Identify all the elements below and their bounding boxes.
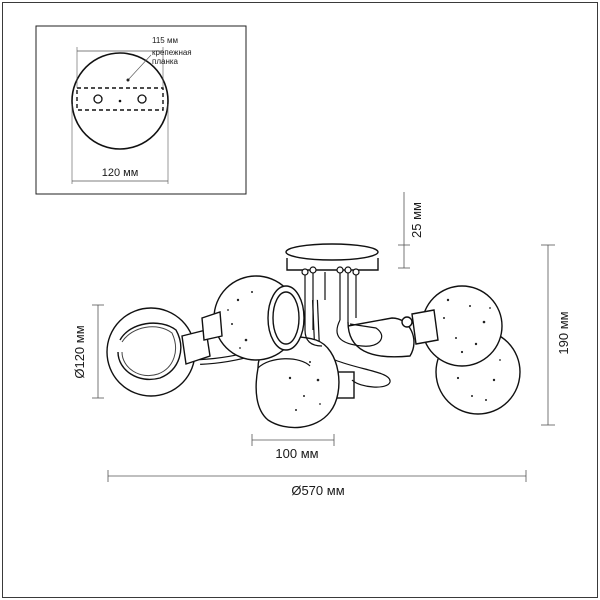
shade-depth-label: 100 мм [275,446,318,461]
dimension-lines [92,192,555,482]
inset-border [35,25,247,195]
plate-name-label-2: планка [152,57,179,66]
total-height-label: 190 мм [556,311,571,354]
disc-diameter-label: 120 мм [102,167,139,179]
shade-diameter-label: Ø120 мм [72,325,87,378]
arm-hook-center [336,319,383,347]
socket-right [411,309,439,345]
rods [301,266,360,347]
center-mark [118,99,122,103]
socket-left [181,329,211,365]
mounting-plate [76,87,164,111]
mounting-hole-left [93,94,103,104]
plate-name-label-1: крепежная [152,48,192,57]
overall-diameter-label: Ø570 мм [291,483,344,498]
arm-loop-front [334,359,391,388]
canopy-inset: 115 мм крепежная планка 120 мм [35,25,247,195]
lamp-drawing [106,243,521,429]
shade-back-left-opening [267,285,305,351]
socket-back-left [201,311,223,341]
mounting-hole-right [137,94,147,104]
glass-speckles [227,291,501,411]
canopy-top [285,243,379,261]
canopy-side [286,258,379,271]
plate-width-label: 115 мм [152,36,178,45]
shade-left [106,307,196,397]
plate-label-leader [127,54,152,81]
shade-left-rim [117,322,182,380]
canopy-height-label: 25 мм [409,202,424,238]
leader-dot [126,78,130,82]
